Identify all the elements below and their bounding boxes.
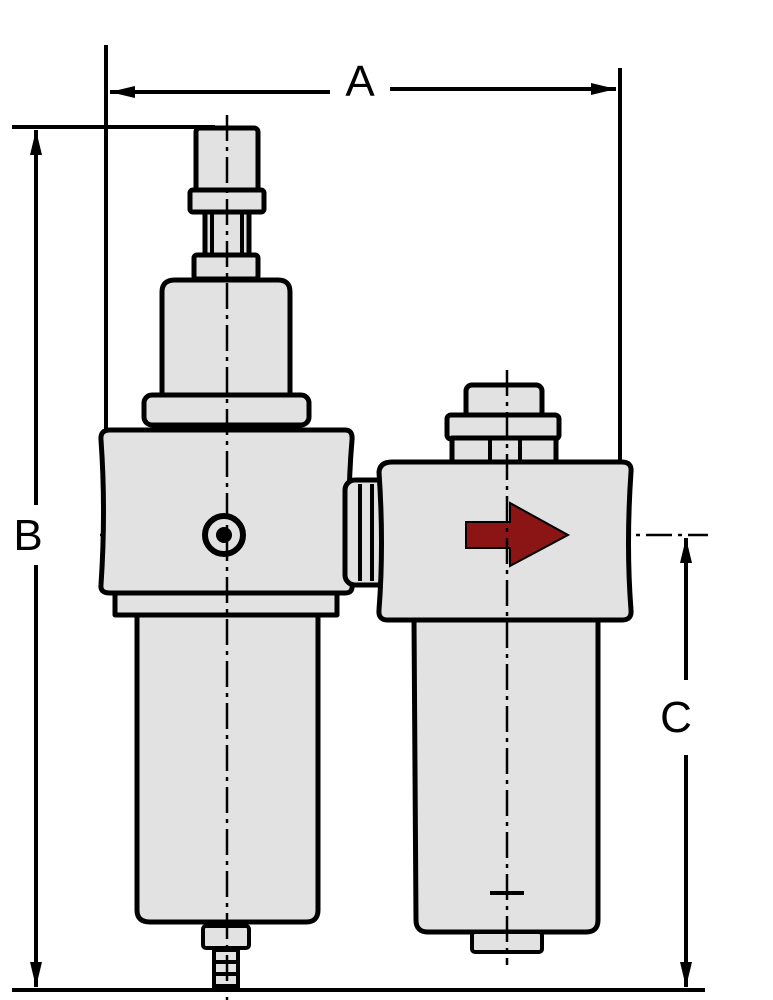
dimension-c-label: C xyxy=(660,693,692,742)
dimension-a: A xyxy=(110,57,616,106)
filter-regulator-unit xyxy=(98,115,355,1000)
lubricator-bowl xyxy=(411,617,601,935)
dimension-c-arrow-bottom xyxy=(680,962,692,987)
flow-arrow-icon xyxy=(465,501,571,568)
connector-nipple xyxy=(342,477,390,588)
dimension-b: B xyxy=(13,130,43,987)
dimension-b-arrow-bottom xyxy=(30,962,42,987)
dimension-b-arrow-top xyxy=(30,130,42,155)
dimension-a-arrow-right xyxy=(591,83,616,95)
dimension-a-label: A xyxy=(345,57,375,106)
dimension-c: C xyxy=(660,538,692,987)
fill-plug-base xyxy=(449,435,559,465)
dimension-a-arrow-left xyxy=(110,86,135,98)
dimension-c-arrow-top xyxy=(680,538,692,563)
dimension-b-label: B xyxy=(13,511,42,560)
lubricator-unit xyxy=(376,370,634,965)
fill-plug-nut xyxy=(444,412,562,442)
